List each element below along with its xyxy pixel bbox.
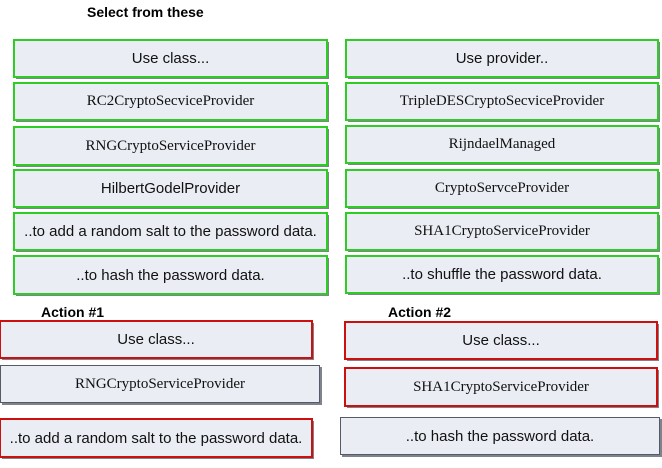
option-label: RNGCryptoServiceProvider	[85, 137, 256, 154]
option-tripledes-provider[interactable]: TripleDESCryptoSecviceProvider	[345, 82, 659, 121]
option-label: RijndaelManaged	[448, 136, 556, 152]
page-title: Select from these	[87, 4, 204, 20]
option-use-class[interactable]: Use class...	[13, 39, 328, 78]
option-sha1-provider[interactable]: SHA1CryptoServiceProvider	[345, 212, 659, 251]
option-rc2-provider[interactable]: RC2CryptoSecviceProvider	[13, 82, 328, 121]
option-label: Use provider..	[455, 50, 549, 67]
slot-label: Use class...	[117, 331, 195, 348]
action-1-slot-1[interactable]: Use class...	[0, 320, 313, 359]
action-1-slot-3[interactable]: ..to add a random salt to the password d…	[0, 418, 313, 458]
option-shuffle-password[interactable]: ..to shuffle the password data.	[345, 255, 659, 294]
action-1-slot-2[interactable]: RNGCryptoServiceProvider	[0, 365, 320, 403]
option-label: ..to shuffle the password data.	[402, 266, 602, 283]
option-label: ..to hash the password data.	[76, 266, 265, 284]
option-crypto-service-provider[interactable]: CryptoServceProvider	[345, 169, 659, 208]
option-label: TripleDESCryptoSecviceProvider	[399, 93, 605, 109]
option-hash-password[interactable]: ..to hash the password data.	[13, 255, 328, 295]
action-2-title: Action #2	[388, 304, 452, 320]
option-label: SHA1CryptoServiceProvider	[414, 223, 590, 239]
option-hilbert-godel-provider[interactable]: HilbertGodelProvider	[13, 169, 328, 208]
option-rijndael-managed[interactable]: RijndaelManaged	[345, 125, 659, 164]
option-label: CryptoServceProvider	[434, 180, 570, 196]
action-2-slot-2[interactable]: SHA1CryptoServiceProvider	[344, 367, 658, 407]
slot-label: ..to hash the password data.	[405, 427, 595, 445]
action-2-slot-3[interactable]: ..to hash the password data.	[340, 417, 660, 455]
slot-label: ..to add a random salt to the password d…	[9, 429, 303, 447]
option-label: HilbertGodelProvider	[100, 180, 241, 197]
option-add-salt[interactable]: ..to add a random salt to the password d…	[13, 212, 328, 251]
option-label: Use class...	[131, 50, 210, 67]
slot-label: SHA1CryptoServiceProvider	[413, 378, 589, 395]
action-1-title: Action #1	[41, 304, 105, 320]
option-use-provider[interactable]: Use provider..	[345, 39, 659, 78]
slot-label: RNGCryptoServiceProvider	[75, 375, 245, 392]
slot-label: Use class...	[462, 332, 540, 349]
option-label: ..to add a random salt to the password d…	[24, 223, 317, 240]
option-rng-provider[interactable]: RNGCryptoServiceProvider	[13, 126, 328, 166]
option-label: RC2CryptoSecviceProvider	[86, 93, 255, 109]
action-2-slot-1[interactable]: Use class...	[344, 321, 658, 360]
